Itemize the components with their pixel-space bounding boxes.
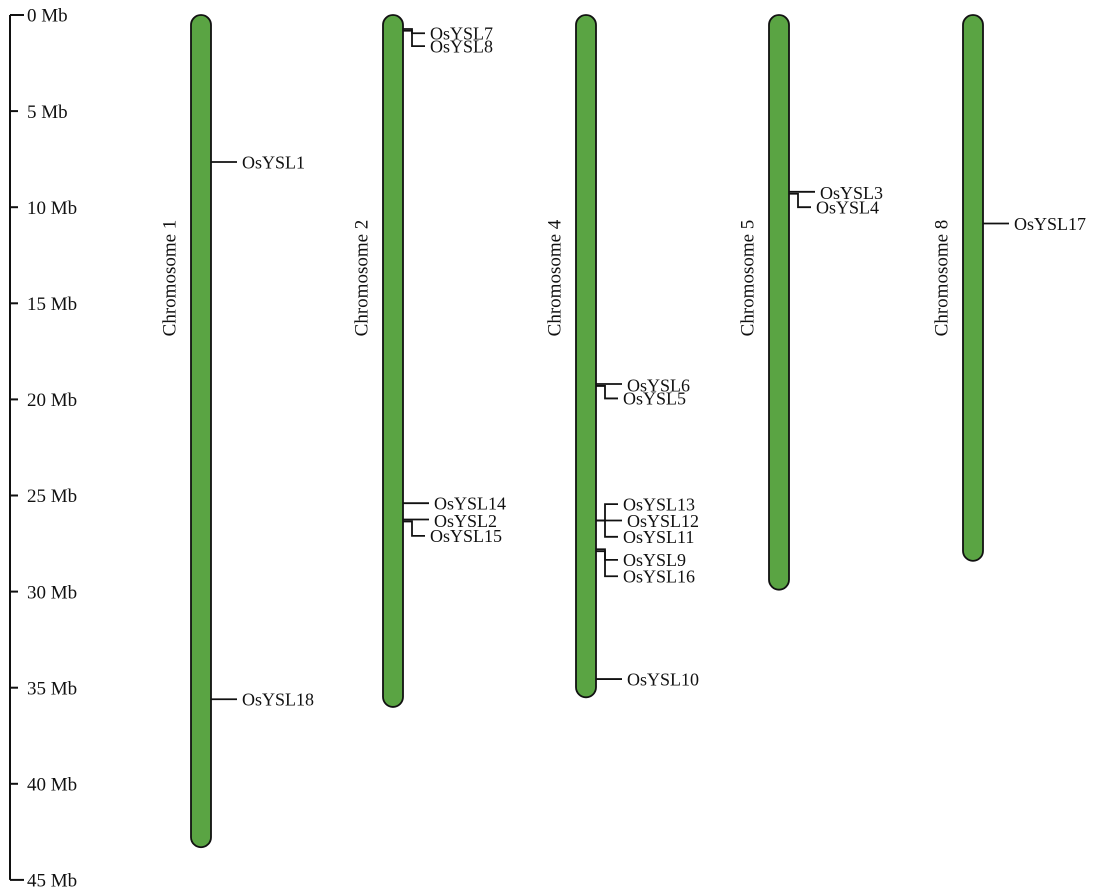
chromosome-label: Chromosome 1 [160,220,181,337]
gene-label: OsYSL17 [1014,214,1086,234]
gene-label: OsYSL3 [820,183,883,203]
gene-connector [789,192,811,209]
gene-label: OsYSL7 [430,24,493,44]
scale-tick-label: 45 Mb [27,871,77,892]
gene-label: OsYSL5 [623,389,686,409]
chromosome-label: Chromosome 8 [932,220,953,337]
gene-connector [596,385,618,400]
scale-tick-label: 25 Mb [27,486,77,507]
gene-connector [596,503,618,522]
scale-tick-label: 10 Mb [27,198,77,219]
gene-label: OsYSL11 [623,527,694,547]
scale-tick-label: 15 Mb [27,294,77,315]
gene-label: OsYSL9 [623,550,686,570]
chromosome-bar [768,14,790,591]
gene-label: OsYSL13 [623,494,695,514]
gene-connector [403,520,425,537]
chromosome-label: Chromosome 4 [545,219,566,336]
gene-label: OsYSL8 [430,36,493,56]
gene-label: OsYSL6 [627,375,690,395]
gene-connector [596,519,618,538]
chromosome-bar [190,14,212,849]
gene-label: OsYSL10 [627,669,699,689]
gene-label: OsYSL14 [434,493,506,513]
gene-label: OsYSL15 [430,526,502,546]
scale-tick-label: 0 Mb [27,6,68,27]
chromosome-bar [575,14,597,699]
chromosome-label: Chromosome 2 [352,220,373,337]
gene-label: OsYSL4 [816,198,879,218]
chromosome-bar [962,14,984,562]
scale-tick-label: 30 Mb [27,582,77,603]
scale-tick-label: 20 Mb [27,390,77,411]
gene-label: OsYSL16 [623,567,695,587]
scale-tick-label: 35 Mb [27,678,77,699]
scale-tick-label: 40 Mb [27,774,77,795]
gene-label: OsYSL2 [434,511,497,531]
chromosome-bar [382,14,404,708]
gene-label: OsYSL1 [242,152,305,172]
chromosome-label: Chromosome 5 [738,220,759,337]
gene-connector [403,29,425,48]
gene-connector [596,550,618,578]
gene-label: OsYSL12 [627,511,699,531]
scale-tick-label: 5 Mb [27,102,68,123]
gene-label: OsYSL18 [242,690,314,710]
